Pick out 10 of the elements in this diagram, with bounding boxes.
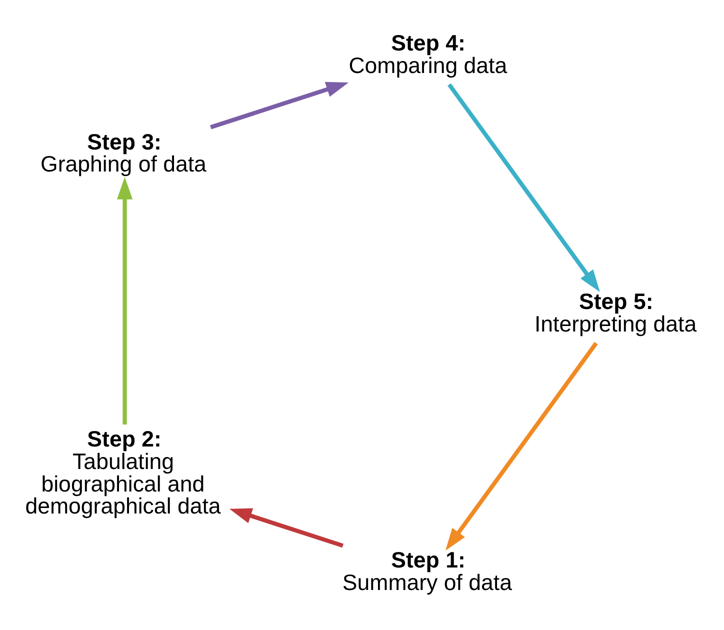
arrow (229, 508, 344, 548)
node-text: Step 5: Interpreting data (534, 289, 697, 336)
arrow (116, 177, 133, 425)
arrow (445, 342, 598, 551)
arrow (210, 82, 349, 130)
node-text: Step 1: Summary of data (342, 548, 512, 596)
node-text: Step 4: Comparing data (348, 30, 508, 78)
arrow (448, 83, 600, 292)
node-text: Step 3: Graphing of data (40, 129, 206, 177)
node-text: Step 2: Tabulating biographical and demographical data (25, 426, 221, 519)
